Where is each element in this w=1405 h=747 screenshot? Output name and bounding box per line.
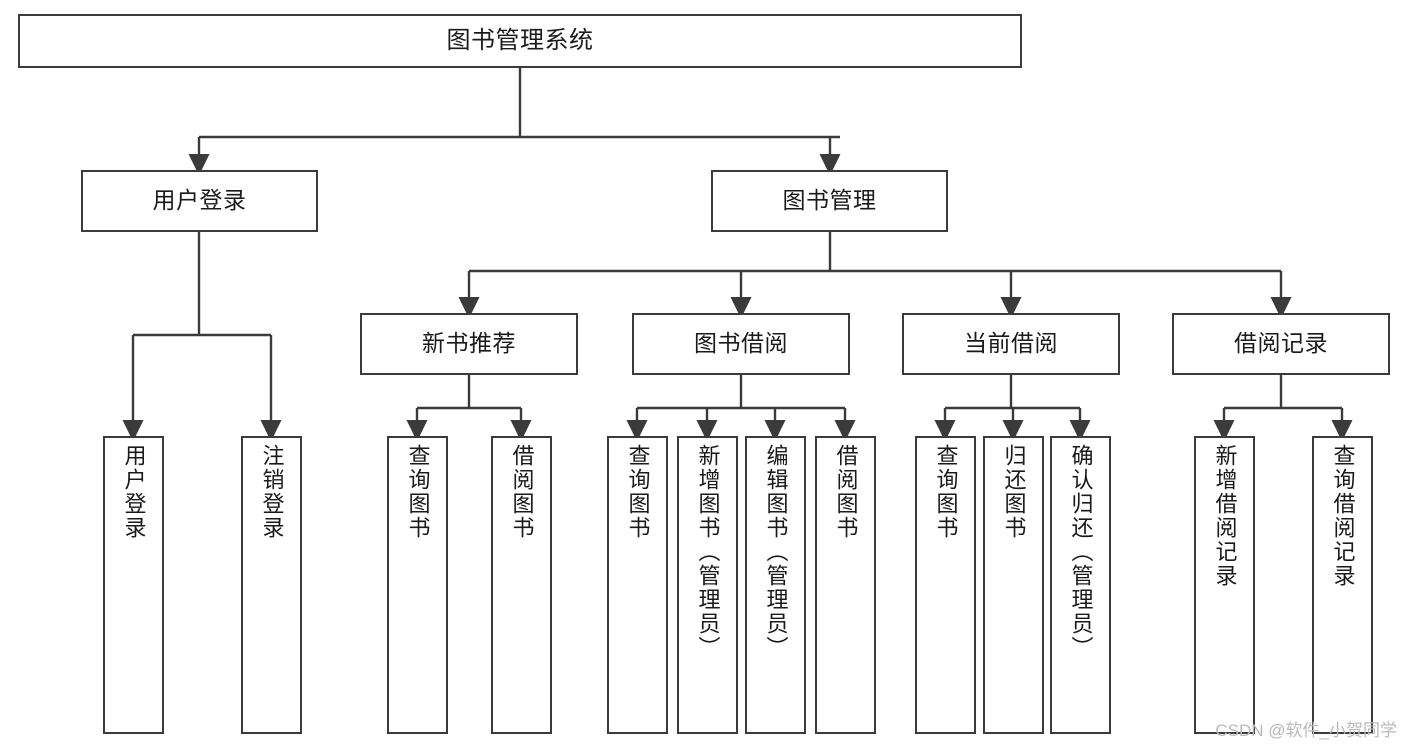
node-new-book-recommend[interactable]: 新书推荐 [360,313,578,375]
node-leaf-user-login-label: 用户登录 [121,444,147,540]
node-user-login[interactable]: 用户登录 [81,170,318,232]
node-leaf-add-book-label: 新增图书（管理员） [695,444,721,660]
node-leaf-add-book[interactable]: 新增图书（管理员） [677,436,738,734]
node-leaf-query-book-1-label: 查询图书 [405,444,431,540]
node-leaf-return-book[interactable]: 归还图书 [983,436,1044,734]
node-leaf-query-book-3[interactable]: 查询图书 [915,436,976,734]
node-leaf-borrow-book-2[interactable]: 借阅图书 [815,436,876,734]
node-root-system-label: 图书管理系统 [446,26,594,54]
node-leaf-query-book-2-label: 查询图书 [625,444,651,540]
node-leaf-borrow-book-1-label: 借阅图书 [509,444,535,540]
node-leaf-user-logout[interactable]: 注销登录 [241,436,302,734]
node-leaf-add-record-label: 新增借阅记录 [1212,444,1238,588]
node-leaf-query-book-3-label: 查询图书 [933,444,959,540]
node-leaf-borrow-book-2-label: 借阅图书 [833,444,859,540]
node-new-book-recommend-label: 新书推荐 [422,330,516,357]
node-book-management-label: 图书管理 [782,187,877,214]
node-leaf-borrow-book-1[interactable]: 借阅图书 [491,436,552,734]
node-root-system[interactable]: 图书管理系统 [18,14,1022,68]
node-borrow-record[interactable]: 借阅记录 [1172,313,1390,375]
csdn-watermark: CSDN @软件_小贺同学 [1215,721,1397,740]
node-current-borrow[interactable]: 当前借阅 [902,313,1120,375]
node-user-login-label: 用户登录 [152,187,247,214]
node-leaf-query-record-label: 查询借阅记录 [1330,444,1356,588]
node-book-borrow-label: 图书借阅 [694,330,788,357]
node-borrow-record-label: 借阅记录 [1234,330,1328,357]
node-leaf-query-book-2[interactable]: 查询图书 [607,436,668,734]
node-leaf-query-book-1[interactable]: 查询图书 [387,436,448,734]
node-leaf-query-record[interactable]: 查询借阅记录 [1312,436,1373,734]
node-leaf-add-record[interactable]: 新增借阅记录 [1194,436,1255,734]
node-leaf-edit-book[interactable]: 编辑图书（管理员） [745,436,806,734]
node-leaf-return-book-label: 归还图书 [1001,444,1027,540]
node-book-borrow[interactable]: 图书借阅 [632,313,850,375]
node-leaf-user-logout-label: 注销登录 [259,444,285,540]
node-leaf-confirm-return[interactable]: 确认归还（管理员） [1050,436,1111,734]
node-book-management[interactable]: 图书管理 [711,170,948,232]
node-leaf-confirm-return-label: 确认归还（管理员） [1068,444,1094,660]
node-leaf-user-login[interactable]: 用户登录 [103,436,164,734]
node-leaf-edit-book-label: 编辑图书（管理员） [763,444,789,660]
node-current-borrow-label: 当前借阅 [964,330,1058,357]
